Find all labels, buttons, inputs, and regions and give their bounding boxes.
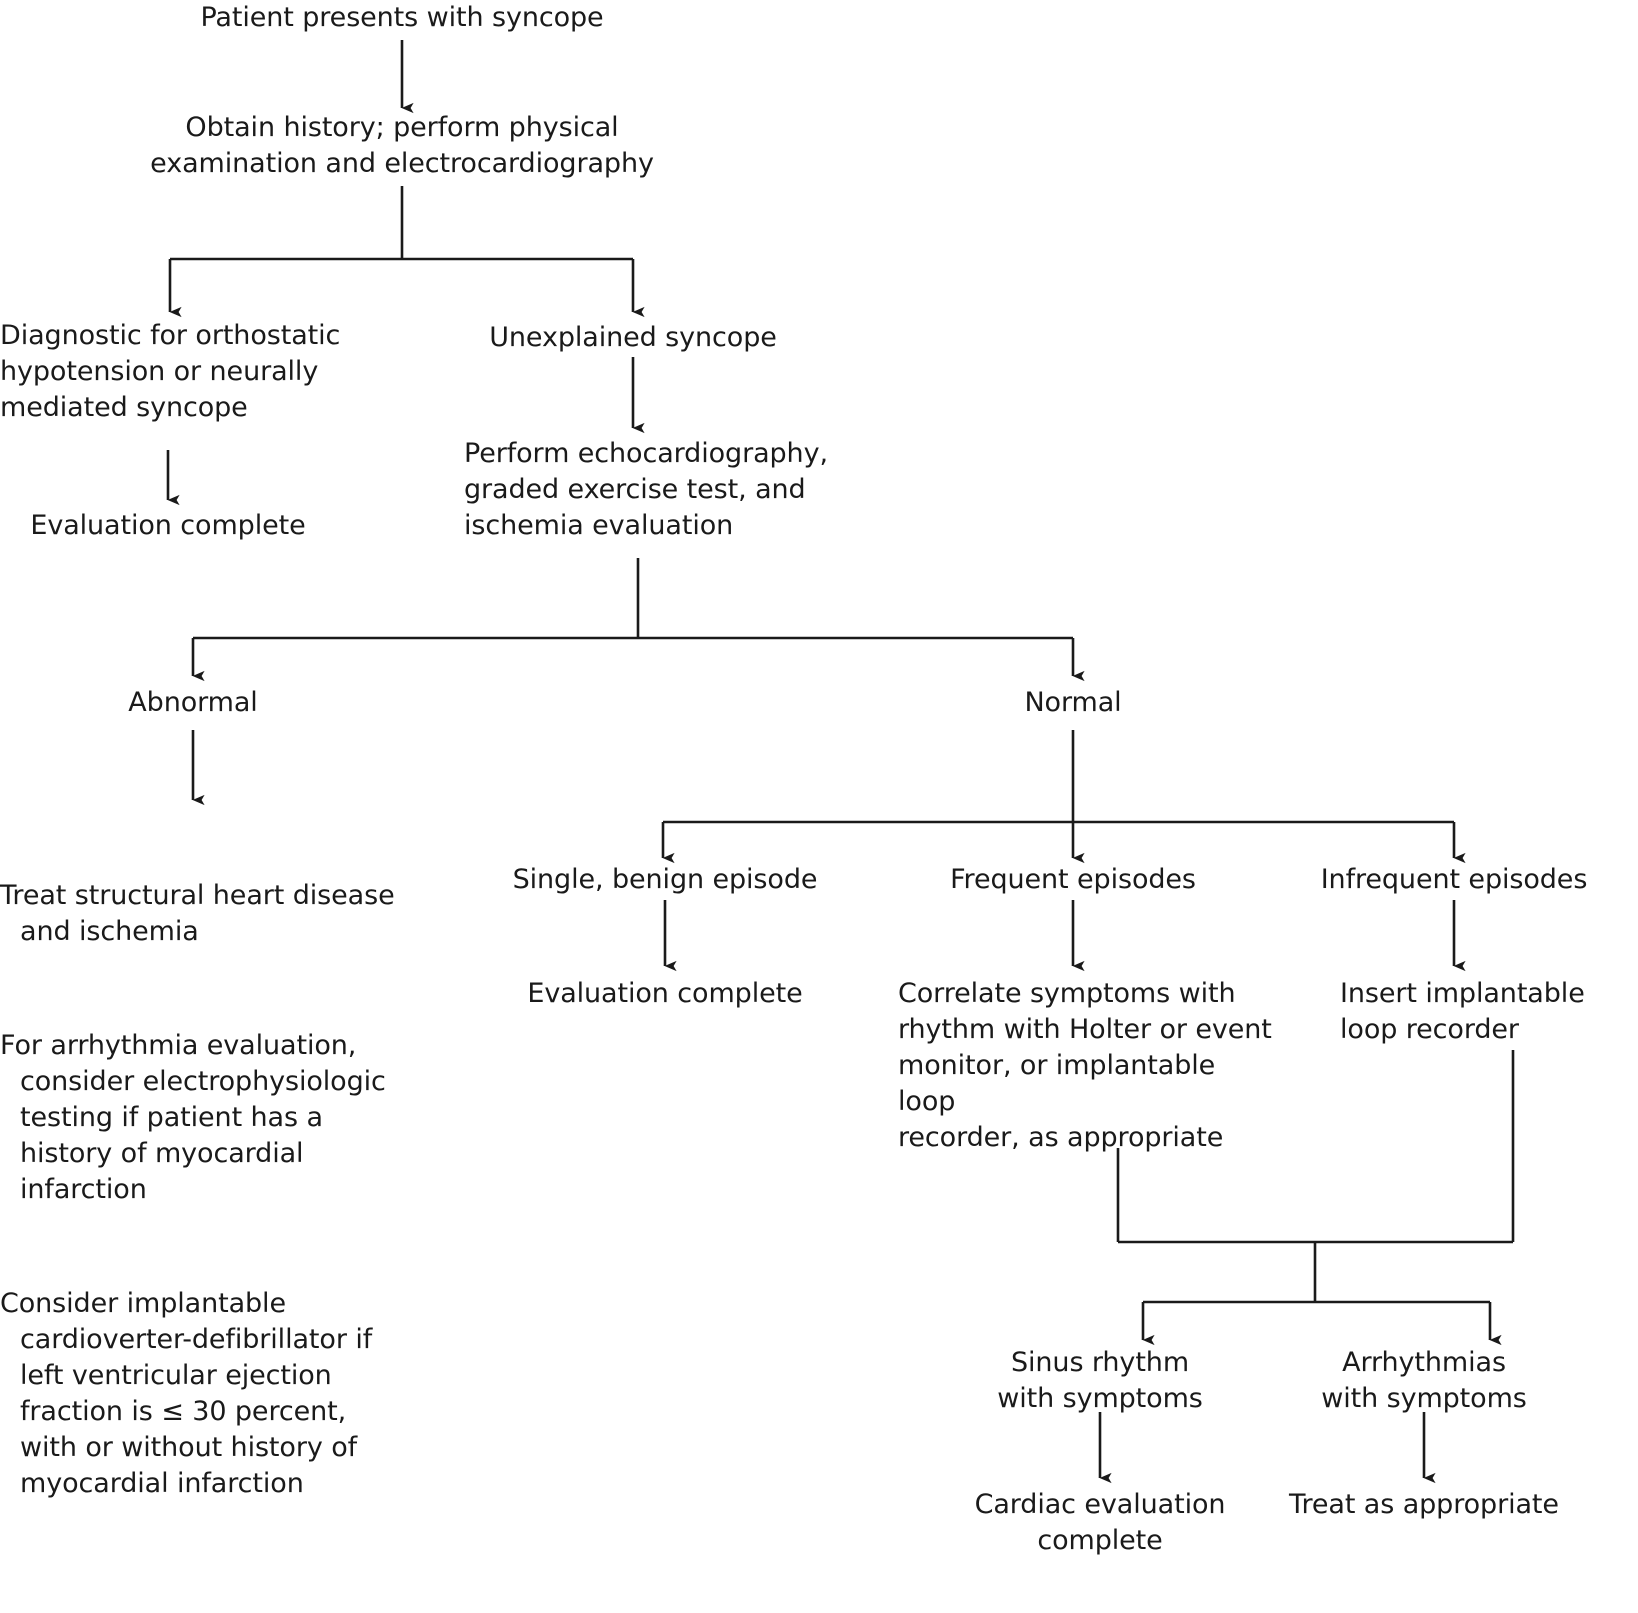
node-single-episode: Single, benign episode bbox=[512, 864, 818, 895]
node-sinus-rhythm: Sinus rhythm with symptoms bbox=[997, 1347, 1203, 1414]
node-arrhythmia-eval: For arrhythmia evaluation, consider elec… bbox=[0, 1030, 395, 1205]
node-insert-loop: Insert implantable loop recorder bbox=[1340, 978, 1585, 1045]
node-start: Patient presents with syncope bbox=[200, 2, 604, 33]
node-normal: Normal bbox=[1024, 687, 1122, 718]
node-eval-complete-mid: Evaluation complete bbox=[527, 978, 803, 1009]
node-cardiac-eval-complete: Cardiac evaluation complete bbox=[974, 1489, 1226, 1556]
node-eval-complete-left: Evaluation complete bbox=[30, 510, 306, 541]
node-orthostatic: Diagnostic for orthostatic hypotension o… bbox=[0, 320, 341, 423]
node-unexplained: Unexplained syncope bbox=[489, 322, 777, 353]
node-infrequent-episodes: Infrequent episodes bbox=[1320, 864, 1588, 895]
node-echo: Perform echocardiography, graded exercis… bbox=[464, 438, 828, 541]
node-consider-icd: Consider implantable cardioverter-defibr… bbox=[0, 1288, 381, 1499]
node-frequent-episodes: Frequent episodes bbox=[950, 864, 1196, 895]
node-correlate: Correlate symptoms with rhythm with Holt… bbox=[898, 978, 1272, 1153]
node-treat-appropriate: Treat as appropriate bbox=[1289, 1489, 1559, 1520]
node-arrhythmias: Arrhythmias with symptoms bbox=[1321, 1347, 1527, 1414]
node-history: Obtain history; perform physical examina… bbox=[150, 112, 654, 179]
node-treat-structural: Treat structural heart disease and ische… bbox=[0, 880, 404, 947]
node-abnormal: Abnormal bbox=[128, 687, 258, 718]
